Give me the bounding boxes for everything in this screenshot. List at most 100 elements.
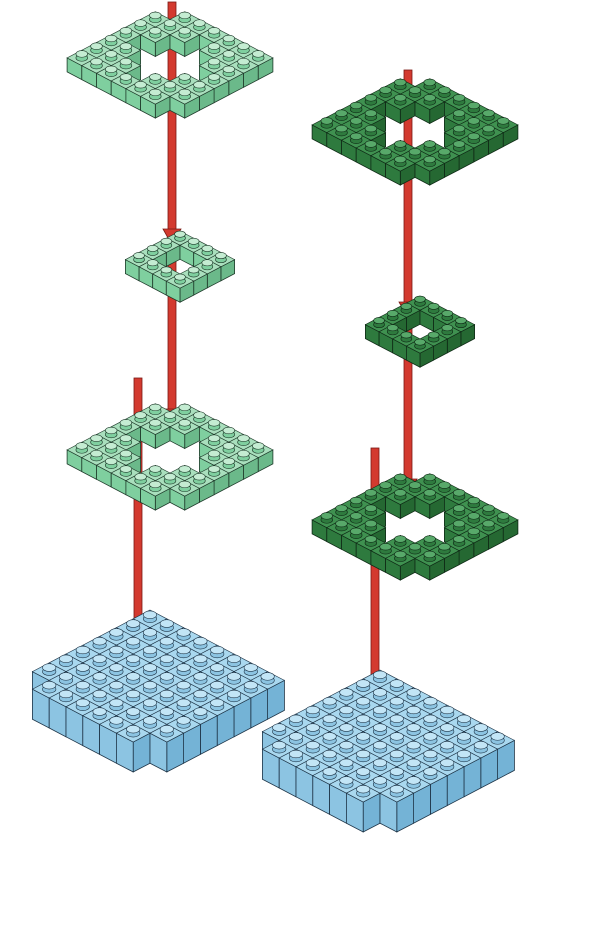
stud [133,252,145,260]
stud [252,442,265,450]
stud [335,519,348,528]
stud [178,88,191,97]
stud [222,457,235,465]
stud [178,465,191,473]
stud [440,723,455,732]
stud [210,645,225,655]
stud [406,705,421,715]
light-green-large-ring [66,11,274,119]
stud [226,654,242,663]
stud [176,663,191,672]
stud [394,140,407,148]
stud [389,714,404,723]
stud [176,628,191,637]
stud [350,101,363,110]
stud [159,707,174,716]
stud [386,324,399,332]
stud [272,723,287,732]
stud [372,776,388,785]
stud [305,741,320,750]
stud [134,411,147,419]
stud [42,681,57,690]
stud [441,310,454,317]
stud [159,725,174,734]
stud [193,689,208,699]
stud [207,42,221,50]
stud [335,124,348,133]
stud [105,50,118,58]
stud [134,19,147,27]
stud [201,259,214,267]
stud [452,140,466,148]
stud [350,117,363,125]
stud [92,637,107,646]
stud [372,758,388,767]
stud [109,645,124,655]
stud [423,550,436,559]
stud [389,767,404,776]
stud [126,689,141,699]
stud [364,489,378,497]
stud [356,732,371,741]
stud [364,140,378,148]
stud [339,688,354,697]
stud [438,86,451,94]
stud [482,504,495,512]
stud [372,688,388,697]
stud [119,419,133,427]
stud [222,426,235,435]
stud [423,473,436,482]
stud [207,73,221,81]
stud [126,707,141,716]
light-green-base-ring [66,403,274,511]
stud [105,426,118,435]
stud [339,741,354,750]
stud [237,57,250,66]
stud [423,94,436,102]
stud [75,698,90,707]
stud [75,50,88,58]
stud [339,776,354,785]
stud [305,758,320,767]
stud [438,148,451,156]
stud [379,543,392,551]
stud [149,27,162,35]
stud [207,465,221,473]
stud [456,732,472,741]
stud [193,654,208,663]
stud [58,672,74,681]
stud [90,434,103,442]
stud [193,672,208,681]
stud [456,714,472,723]
stud [215,252,227,260]
stud [389,749,404,759]
stud [159,637,174,646]
stud [320,117,333,125]
stud [178,73,191,81]
stud [408,148,422,156]
stud [119,434,133,442]
stud [149,465,162,473]
stud [322,714,337,723]
stud [193,81,206,89]
stud [467,101,480,110]
stud [320,512,333,520]
stud [237,434,250,442]
stud [159,689,174,699]
stud [423,489,436,497]
stud [201,245,214,252]
stud [455,317,467,325]
stud [440,741,455,750]
stud [305,723,320,732]
stud [42,663,57,672]
stud [497,512,510,520]
stud [490,732,505,741]
stud [288,749,304,759]
stud [207,27,221,35]
stud [126,672,141,681]
stud [322,749,337,759]
stud [119,27,133,35]
stud [109,698,124,707]
